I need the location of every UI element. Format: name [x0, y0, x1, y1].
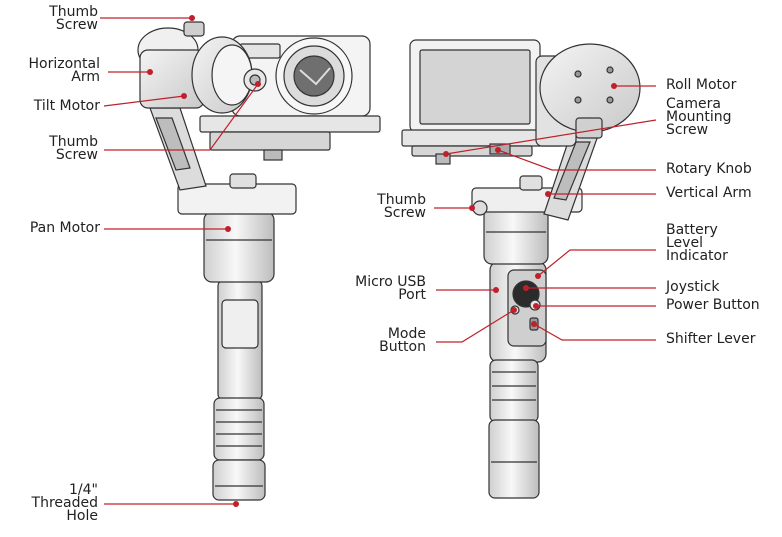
label-line: Arm: [71, 69, 100, 85]
label-line: Screw: [55, 17, 98, 33]
label-camera-mounting-screw: Camera Mounting Screw: [666, 96, 732, 138]
label-line: Mode: [387, 326, 426, 342]
label-line: Thumb: [49, 134, 98, 150]
label-thumb-screw-top: Thumb Screw: [49, 4, 98, 33]
leader-lines: [100, 17, 657, 505]
label-pan-motor: Pan Motor: [29, 220, 100, 236]
label-rotary-knob: Rotary Knob: [666, 161, 752, 177]
label-battery-level-indicator: Battery Level Indicator: [666, 222, 728, 264]
left-camera: [199, 35, 381, 161]
label-joystick: Joystick: [666, 279, 720, 295]
label-line: Thumb: [377, 192, 426, 208]
label-line: Threaded: [31, 495, 98, 511]
label-line: Camera: [666, 96, 721, 112]
label-line: Port: [398, 287, 426, 303]
label-line: Button: [379, 339, 426, 355]
label-line: Horizontal: [28, 56, 100, 72]
label-power-button: Power Button: [666, 297, 760, 313]
label-tilt-motor: Tilt Motor: [33, 98, 100, 114]
label-micro-usb-port: Micro USB Port: [355, 274, 426, 303]
right-gimbal: [401, 39, 641, 499]
label-line: Thumb: [49, 4, 98, 20]
label-line: Joystick: [666, 279, 720, 295]
label-vertical-arm: Vertical Arm: [666, 185, 752, 201]
label-roll-motor: Roll Motor: [666, 77, 737, 93]
label-line: Power Button: [666, 297, 760, 313]
right-roll-motor: [535, 43, 641, 147]
label-line: Hole: [66, 508, 98, 524]
label-threaded-hole: 1/4" Threaded Hole: [31, 482, 98, 524]
label-line: Level: [666, 235, 703, 251]
left-handle: [212, 279, 266, 501]
right-pan-motor: [471, 175, 583, 265]
label-line: Shifter Lever: [666, 331, 756, 347]
leader-dots: [147, 15, 617, 507]
label-horizontal-arm: Horizontal Arm: [28, 56, 100, 85]
label-line: Micro USB: [355, 274, 426, 290]
label-thumb-screw-mid: Thumb Screw: [49, 134, 98, 163]
label-line: Mounting: [666, 109, 732, 125]
label-mode-button: Mode Button: [379, 326, 426, 355]
right-handle: [488, 261, 547, 499]
left-tilt-motor: [137, 21, 267, 114]
label-shifter-lever: Shifter Lever: [666, 331, 756, 347]
label-thumb-screw-right: Thumb Screw: [377, 192, 426, 221]
left-pan-motor: [177, 173, 297, 283]
label-line: Tilt Motor: [33, 98, 100, 114]
label-line: Vertical Arm: [666, 185, 752, 201]
label-line: 1/4": [69, 482, 98, 498]
label-line: Roll Motor: [666, 77, 737, 93]
label-line: Pan Motor: [29, 220, 100, 236]
label-line: Battery: [666, 222, 718, 238]
label-line: Indicator: [666, 248, 728, 264]
left-gimbal: [137, 21, 381, 501]
label-line: Rotary Knob: [666, 161, 752, 177]
label-line: Screw: [383, 205, 426, 221]
label-line: Screw: [55, 147, 98, 163]
label-line: Screw: [666, 122, 709, 138]
